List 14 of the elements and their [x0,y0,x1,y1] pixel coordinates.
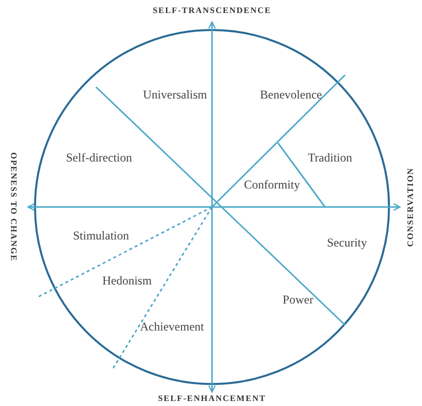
axis-label: SELF-ENHANCEMENT [158,393,266,403]
value-label: Universalism [143,88,207,102]
axis-label: SELF-TRANSCENDENCE [152,5,272,15]
value-label: Conformity [244,178,300,192]
value-label: Security [327,236,367,250]
axis-label: CONSERVATION [405,167,415,247]
axis-label: OPENESS TO CHANGE [9,152,19,262]
value-label: Achievement [140,320,204,334]
value-label: Hedonism [102,274,152,288]
value-label: Stimulation [73,228,129,244]
value-label: Power [282,292,314,308]
value-label: Benevolence [260,88,322,102]
value-label: Self-direction [66,150,132,166]
value-label: Tradition [308,150,352,166]
